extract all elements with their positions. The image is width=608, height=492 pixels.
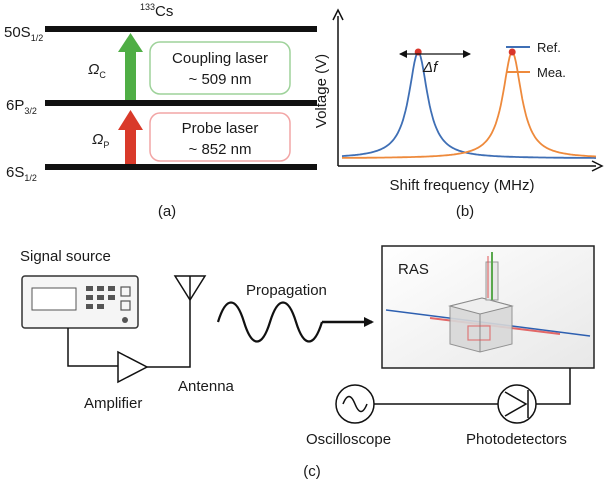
panel-b-spectrum-chart: Voltage (V) Shift frequency (MHz) Δf Ref…: [313, 8, 604, 220]
level-6p-line: [45, 100, 317, 106]
delta-f-label: Δf: [422, 59, 439, 76]
element-label: 133Cs: [140, 2, 173, 20]
level-6s-label: 6S1/2: [6, 164, 37, 183]
series-line-mea: [342, 50, 597, 159]
panel-c-caption: (c): [303, 463, 321, 480]
photodetector-symbol: [497, 384, 537, 424]
y-axis-arrowhead: [332, 8, 344, 21]
photodetectors-label: Photodetectors: [466, 431, 567, 448]
probe-arrow: [118, 110, 143, 164]
ras-label: RAS: [398, 261, 429, 278]
wire-amplifier-to-antenna: [147, 300, 191, 368]
level-6s-line: [45, 164, 317, 170]
chart-legend: Ref. Mea.: [506, 40, 566, 80]
vapor-cell-illustration: [385, 252, 591, 353]
panel-b-caption: (b): [456, 203, 474, 220]
series-line-ref: [341, 50, 596, 159]
panel-a-energy-levels: 133Cs 50S1/2 6P3/2 6S1/2 ΩC ΩP Coupling …: [4, 2, 317, 220]
element-symbol: Cs: [155, 3, 173, 20]
panel-a-caption: (a): [158, 203, 176, 220]
wire-source-to-amplifier: [67, 328, 118, 367]
x-axis-arrowhead: [591, 160, 604, 172]
level-50s-line: [45, 26, 317, 32]
coupling-laser-box: [149, 41, 291, 95]
probe-laser-wavelength: ~ 852 nm: [189, 141, 252, 158]
coupling-arrow: [118, 33, 143, 100]
omega-c-label: ΩC: [88, 61, 106, 80]
peak-marker-mea: [508, 48, 516, 56]
level-6p-label: 6P3/2: [6, 97, 37, 116]
wire-ras-to-photodetector: [536, 368, 571, 405]
signal-source-label: Signal source: [20, 248, 111, 265]
coupling-laser-wavelength: ~ 509 nm: [189, 71, 252, 88]
level-50s-label: 50S1/2: [4, 24, 43, 43]
probe-laser-name: Probe laser: [182, 120, 259, 137]
omega-p-label: ΩP: [92, 131, 109, 150]
panel-c-setup: Signal source Amplifier Ante: [20, 245, 595, 480]
signal-generator-device: [21, 275, 139, 329]
antenna-label: Antenna: [178, 378, 235, 395]
coupling-laser-name: Coupling laser: [172, 50, 268, 67]
amplifier-symbol: [117, 350, 149, 384]
legend-label-ref: Ref.: [537, 40, 561, 55]
probe-laser-box: [149, 112, 291, 162]
propagation-label: Propagation: [246, 282, 327, 299]
propagation-wave: [216, 301, 324, 343]
legend-label-mea: Mea.: [537, 65, 566, 80]
y-axis-label: Voltage (V): [313, 54, 330, 128]
element-mass-number: 133: [140, 2, 155, 12]
amplifier-label: Amplifier: [84, 395, 142, 412]
x-axis-label: Shift frequency (MHz): [389, 177, 534, 194]
oscilloscope-symbol: [335, 384, 375, 424]
oscilloscope-label: Oscilloscope: [306, 431, 391, 448]
antenna-symbol: [173, 275, 207, 302]
